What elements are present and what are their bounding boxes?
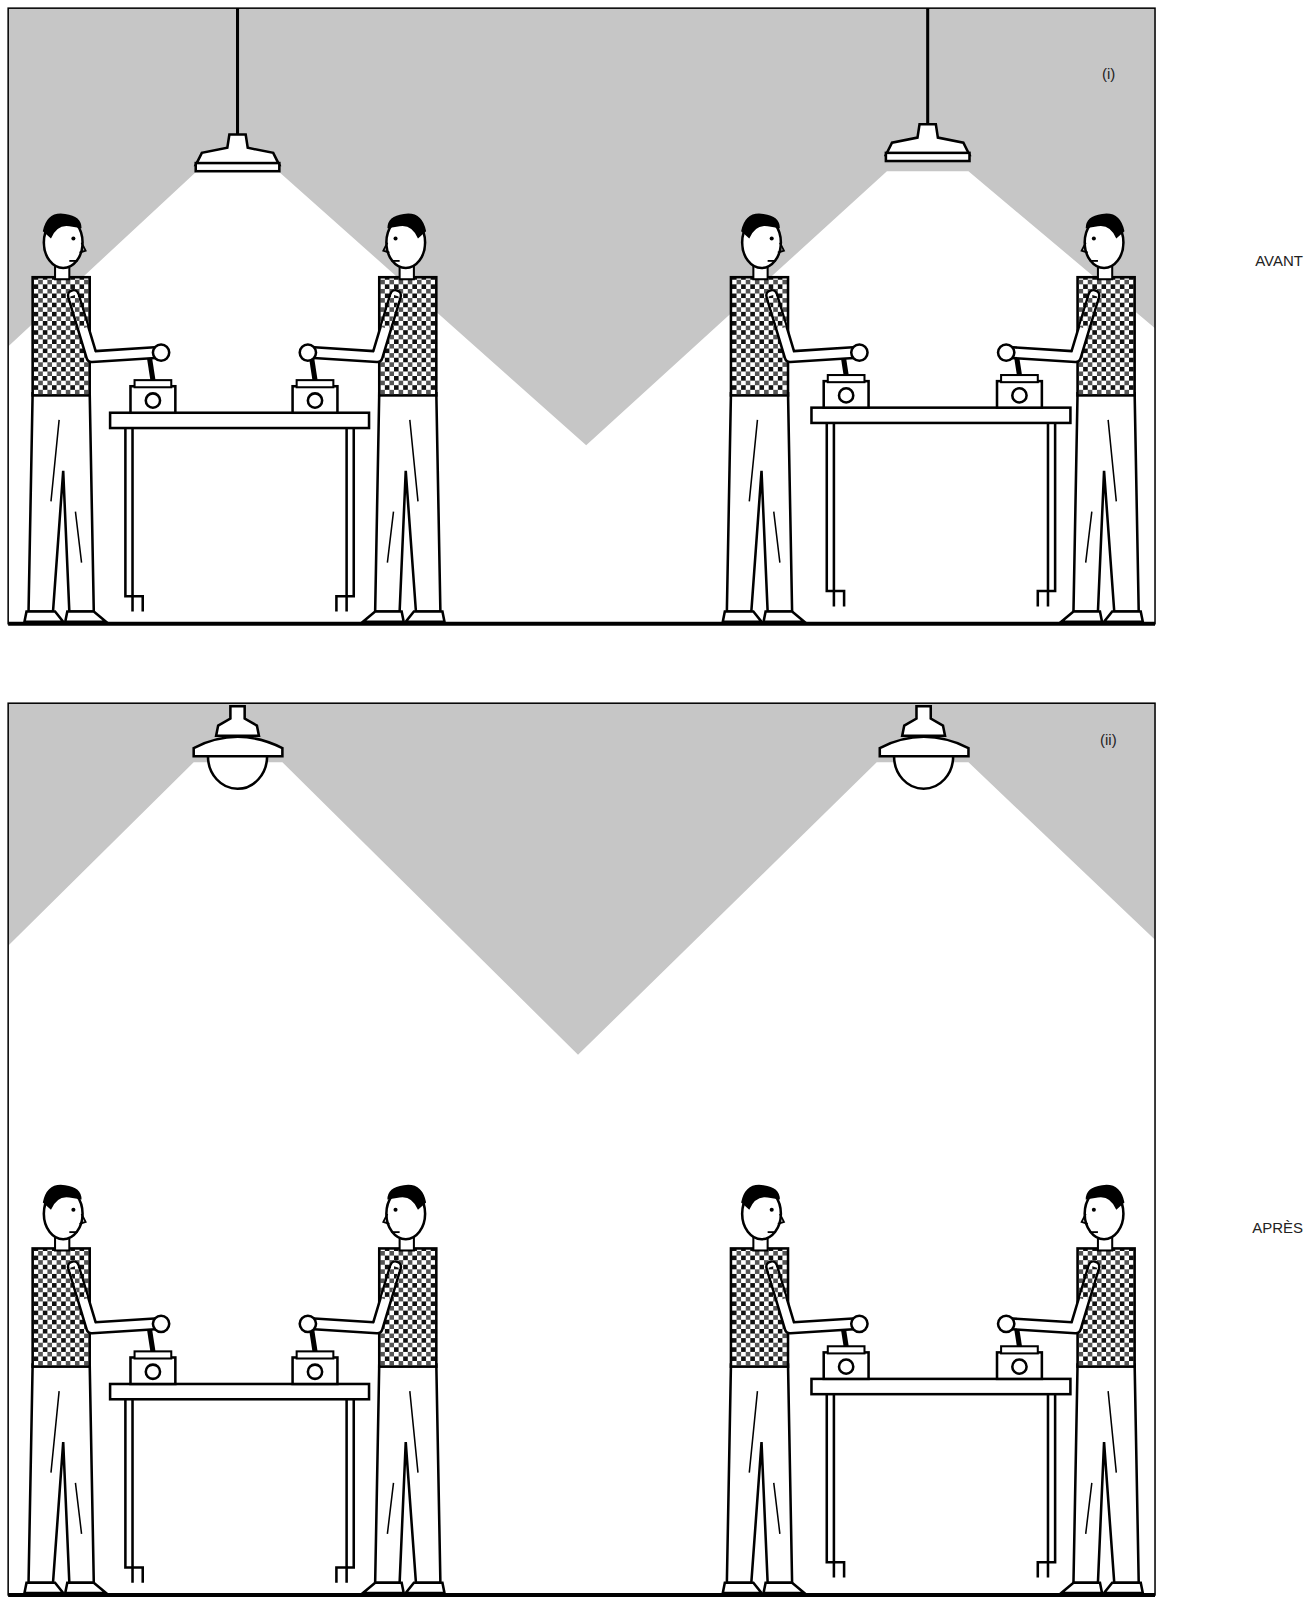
panel-caption: AVANT xyxy=(1255,253,1303,270)
panel-before xyxy=(8,8,1155,624)
panel-number: (i) xyxy=(1102,66,1115,83)
panel-after xyxy=(8,703,1155,1595)
panel-number: (ii) xyxy=(1100,732,1117,749)
panel-caption: APRÈS xyxy=(1252,1220,1303,1237)
